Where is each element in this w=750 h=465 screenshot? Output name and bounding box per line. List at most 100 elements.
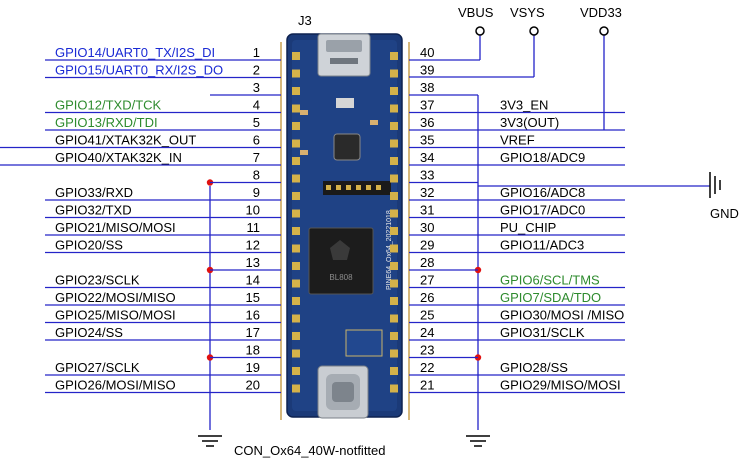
left-pin-11: 11 GPIO21/MISO/MOSI: [45, 220, 281, 236]
pin-number: 2: [253, 63, 260, 78]
pin-label: GPIO7/SDA/TDO: [500, 290, 601, 305]
header-pad: [390, 314, 398, 323]
pin-label: GPIO30/MOSI /MISO: [500, 308, 624, 323]
pin-rows: 1GPIO14/UART0_TX/I2S_DI2GPIO15/UART0_RX/…: [0, 45, 625, 394]
ground-symbol-right: [466, 435, 490, 447]
pin-number: 39: [420, 63, 434, 78]
pin-number: 6: [253, 133, 260, 148]
pin-label: PU_CHIP: [500, 220, 556, 235]
header-pad: [390, 349, 398, 358]
pin-label: GPIO23/SCLK: [55, 273, 140, 288]
right-pin-40: 40: [420, 45, 434, 60]
pin-label: GPIO31/SCLK: [500, 325, 585, 340]
pin-label: GPIO26/MOSI/MISO: [55, 378, 176, 393]
pin-label: GPIO14/UART0_TX/I2S_DI: [55, 45, 215, 60]
chip-marking: BL808: [329, 273, 353, 282]
bl808-chip: [308, 227, 374, 295]
left-pin-1: 1 GPIO14/UART0_TX/I2S_DI: [45, 45, 281, 61]
header-pad: [292, 297, 300, 305]
pin-number: 1: [253, 45, 260, 60]
pin-label: GPIO21/MISO/MOSI: [55, 220, 176, 235]
left-pin-18: 18: [210, 343, 281, 359]
pin-number: 32: [420, 185, 434, 200]
pin-number: 28: [420, 255, 434, 270]
pin-number: 11: [247, 220, 261, 235]
pin-label: GPIO33/RXD: [55, 185, 133, 200]
header-pad: [292, 332, 300, 340]
left-pin-3: 3: [210, 80, 281, 96]
header-pad: [390, 174, 398, 183]
header-pad: [390, 87, 398, 95]
pin-number: 22: [420, 360, 434, 375]
header-pad: [292, 122, 300, 130]
header-pad: [292, 104, 300, 113]
header-pad: [292, 227, 300, 235]
header-pad: [390, 262, 398, 270]
header-pad: [292, 87, 300, 95]
header-pad: [292, 244, 300, 253]
pin-number: 38: [420, 80, 434, 95]
pin-number: 23: [420, 343, 434, 358]
pin-number: 29: [420, 238, 434, 253]
header-pad: [390, 279, 398, 288]
pin-label: GPIO22/MOSI/MISO: [55, 290, 176, 305]
header-pad: [292, 192, 300, 200]
left-pin-8: 8: [210, 168, 281, 184]
power-label-vsys: VSYS: [510, 5, 545, 20]
pin-number: 3: [253, 80, 260, 95]
power-terminal-vsys: [529, 26, 539, 36]
pin-label: GPIO32/TXD: [55, 203, 132, 218]
pin-label: GPIO18/ADC9: [500, 150, 585, 165]
pin-number: 24: [420, 325, 434, 340]
wires: [206, 35, 710, 430]
pin-number: 20: [246, 378, 260, 393]
pin-number: 18: [246, 343, 260, 358]
pin-number: 37: [420, 98, 434, 113]
power-label-vdd33: VDD33: [580, 5, 622, 20]
right-pin-38: 38: [409, 80, 478, 96]
pin-number: 16: [246, 308, 260, 323]
header-pad: [390, 227, 398, 235]
header-pad: [390, 332, 398, 340]
pin-number: 25: [420, 308, 434, 323]
pin-label: GPIO16/ADC8: [500, 185, 585, 200]
header-pad: [390, 122, 398, 130]
header-pad: [292, 69, 300, 78]
header-pad: [390, 297, 398, 305]
gnd-label: GND: [710, 206, 739, 221]
header-pad: [292, 157, 300, 165]
header-pad: [390, 52, 398, 60]
header-pad: [390, 244, 398, 253]
pin-number: 9: [253, 185, 260, 200]
pin-number: 19: [246, 360, 260, 375]
pin-number: 7: [253, 150, 260, 165]
pin-number: 27: [420, 273, 434, 288]
pin-number: 35: [420, 133, 434, 148]
header-pad: [390, 104, 398, 113]
pin-label: VREF: [500, 133, 535, 148]
pin-label: GPIO12/TXD/TCK: [55, 98, 162, 113]
header-pad: [390, 157, 398, 165]
left-pin-6: 6 GPIO41/XTAK32K_OUT: [0, 133, 281, 149]
pin-label: 3V3(OUT): [500, 115, 559, 130]
pin-label: 3V3_EN: [500, 98, 548, 113]
pin-label: GPIO41/XTAK32K_OUT: [55, 133, 196, 148]
right-pin-37: 37 3V3_EN: [409, 98, 625, 114]
board-photo: BL808 PINE64_Ox64_20221018: [286, 33, 403, 419]
